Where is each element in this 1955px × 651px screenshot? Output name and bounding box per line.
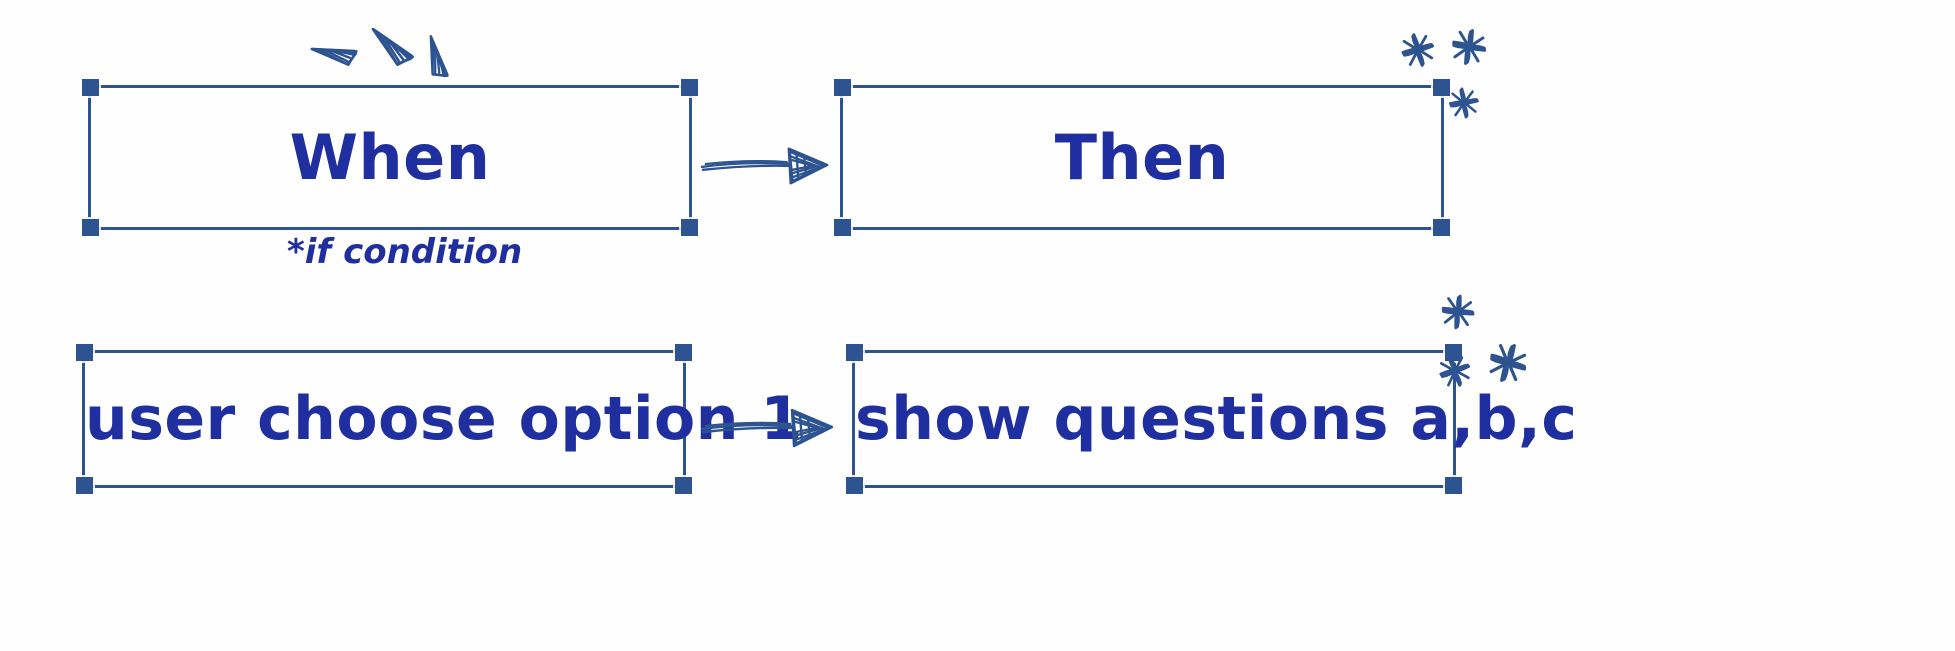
- resize-handle-tr[interactable]: [1433, 79, 1450, 96]
- scribble-triangle-center-icon: [366, 13, 422, 69]
- resize-handle-tl[interactable]: [834, 79, 851, 96]
- resize-handle-bl[interactable]: [82, 219, 99, 236]
- sparkle-top-b-icon: [1444, 22, 1494, 72]
- resize-handle-tl[interactable]: [82, 79, 99, 96]
- scribble-triangle-right-icon: [409, 23, 473, 87]
- resize-handle-tr[interactable]: [1445, 344, 1462, 361]
- resize-handle-bl[interactable]: [846, 477, 863, 494]
- condition-box-2-label: user choose option 1: [85, 384, 803, 454]
- resize-handle-br[interactable]: [675, 477, 692, 494]
- scribble-triangle-left-icon: [302, 16, 367, 81]
- condition-box-1[interactable]: When: [82, 79, 698, 236]
- resize-handle-bl[interactable]: [76, 477, 93, 494]
- resize-handle-bl[interactable]: [834, 219, 851, 236]
- sketch-arrow-bottom[interactable]: [700, 402, 840, 452]
- resize-handle-br[interactable]: [681, 219, 698, 236]
- sparkle-bottom-a-icon: [1435, 289, 1480, 334]
- resize-handle-tl[interactable]: [76, 344, 93, 361]
- sketch-arrow-top[interactable]: [700, 140, 835, 190]
- result-box-2[interactable]: show questions a,b,c: [846, 344, 1578, 494]
- condition-box-2[interactable]: user choose option 1: [76, 344, 803, 494]
- result-box-1[interactable]: Then: [834, 79, 1450, 236]
- resize-handle-tr[interactable]: [675, 344, 692, 361]
- condition-box-1-label: When: [289, 120, 491, 194]
- resize-handle-br[interactable]: [1445, 477, 1462, 494]
- resize-handle-br[interactable]: [1433, 219, 1450, 236]
- resize-handle-tr[interactable]: [681, 79, 698, 96]
- result-box-1-label: Then: [1054, 120, 1230, 194]
- result-box-2-label: show questions a,b,c: [855, 384, 1578, 454]
- resize-handle-tl[interactable]: [846, 344, 863, 361]
- condition-annotation: *if condition: [287, 232, 523, 272]
- sparkle-top-a-icon: [1394, 26, 1443, 75]
